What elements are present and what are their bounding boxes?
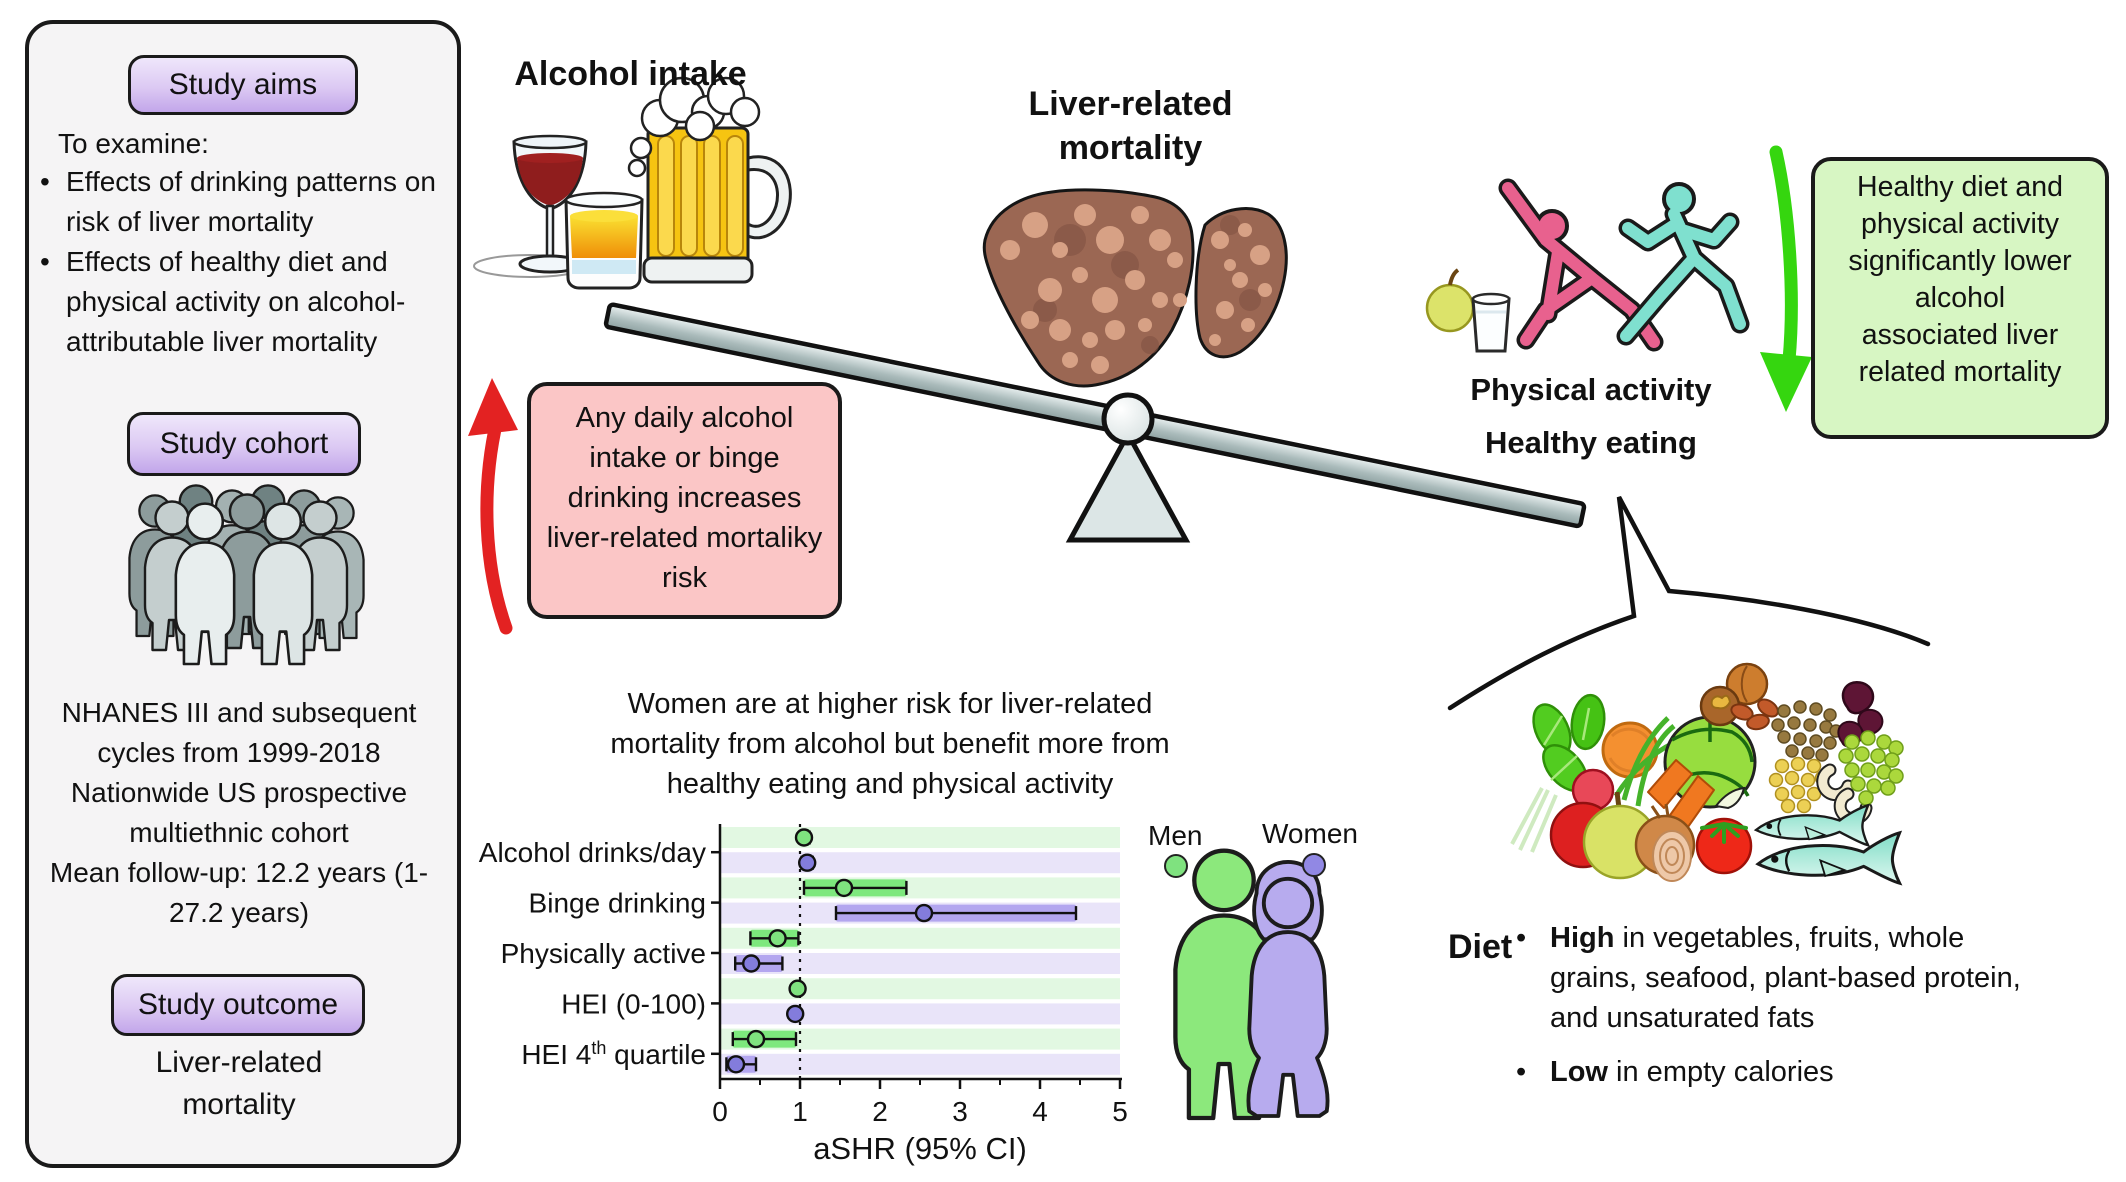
physical-activity-label: Physical activity [1470,372,1712,407]
fish-icon [1754,804,1870,847]
category-label: Binge drinking [529,888,706,919]
risk-note-text: Any daily alcohol intake or binge drinki… [546,402,823,594]
x-tick-label: 0 [712,1096,728,1127]
category-label: HEI 4th quartile [521,1038,706,1070]
point-marker [834,878,854,898]
bullet-icon: • [1516,922,1527,954]
liver-icon [982,188,1288,388]
diet-high-rest: in vegetables, fruits, whole grains, sea… [1550,922,2021,1034]
diet-label: Diet [1448,928,1513,966]
healthy-eating-label: Healthy eating [1485,425,1697,460]
outcome-text: Liver-related mortality [155,1046,323,1121]
liver-mortality-title: Liver-related mortality [1028,85,1233,167]
diet-low-lead: Low [1550,1056,1608,1088]
point-marker [768,929,787,948]
chart-stripe [720,1028,1120,1050]
category-label: Alcohol drinks/day [479,837,706,868]
chart-stripe [720,827,1120,848]
x-tick-label: 2 [872,1096,888,1127]
x-axis-label: aSHR (95% CI) [813,1131,1027,1166]
risk-note-box: Any daily alcohol intake or binge drinki… [527,382,842,619]
study-cohort-badge: Study cohort [127,412,361,476]
seesaw-plank-icon [603,302,1587,529]
chart-stripe [720,978,1120,1000]
x-tick-label: 5 [1112,1096,1128,1127]
x-tick-label: 4 [1032,1096,1048,1127]
healthy-foods-icon [1510,662,1904,885]
cohort-crowd-icon [128,484,365,666]
chart-title: Women are at higher risk for liver-relat… [610,688,1170,800]
bullet-icon: • [1516,1056,1527,1088]
chart-stripe [720,877,1120,899]
lentils-icon [1771,700,1843,762]
diet-callout-line [1447,495,1931,711]
whisky-glass-icon [564,191,644,290]
category-label: Physically active [501,938,706,969]
point-marker [798,853,817,872]
point-marker [914,903,934,923]
point-marker [786,1004,805,1024]
bullet-icon: • [40,246,50,277]
apple-icon [1425,268,1475,333]
aims-intro: To examine: [58,128,209,159]
diet-high-lead: High [1550,922,1615,954]
legend-men-label: Men [1148,820,1203,851]
study-aims-badge: Study aims [128,55,358,115]
aims-bullet-1: • Effects of drinking patterns on risk o… [40,162,436,242]
yoga-figure-icon [1498,178,1664,352]
category-label: HEI (0-100) [561,988,706,1019]
woman-figure-icon [1246,859,1330,1118]
risk-up-arrow-icon [468,378,518,635]
wine-glass-icon [473,134,588,278]
bullet-icon: • [40,166,50,197]
aims-bullet-2: • Effects of healthy diet and physical a… [40,242,436,362]
study-cohort-label: Study cohort [159,427,329,460]
benefit-note-box: Healthy diet and physical activity signi… [1811,157,2109,439]
legend-men-dot-icon [1164,854,1188,878]
aims-list: • Effects of drinking patterns on risk o… [40,162,436,362]
legend-women-dot-icon [1302,853,1326,877]
diet-list: • High in vegetables, fruits, whole grai… [1516,918,2076,1106]
chart-stripe [720,927,1120,949]
runner-figure-icon [1616,182,1750,346]
study-aims-label: Study aims [168,68,318,101]
alcohol-intake-title: Alcohol intake [514,55,747,93]
diet-bullet-2: • Low in empty calories [1516,1052,2076,1092]
milk-glass-icon [1471,292,1511,353]
cohort-line-1: NHANES III and subsequent cycles from 19… [61,697,417,768]
point-marker [746,1029,766,1049]
diet-low-rest: in empty calories [1608,1056,1834,1088]
x-tick-label: 1 [792,1096,808,1127]
peas-icon [1838,730,1904,806]
chart-stripe [720,1053,1120,1075]
chart-stripe [720,1003,1120,1025]
point-marker [742,954,761,973]
x-tick-label: 3 [952,1096,968,1127]
fulcrum-triangle-icon [1065,428,1191,543]
diet-bullet-1: • High in vegetables, fruits, whole grai… [1516,918,2076,1038]
point-marker [788,979,807,998]
cohort-line-3: Mean follow-up: 12.2 years (1-27.2 years… [49,857,429,928]
study-outcome-badge: Study outcome [111,974,365,1036]
benefit-down-arrow-icon [1760,145,1812,412]
legend-women-label: Women [1262,818,1358,849]
fulcrum-ball-icon [1101,392,1155,446]
point-marker [794,828,814,847]
beer-mug-icon [627,76,792,284]
study-outcome-label: Study outcome [137,988,339,1021]
point-marker [726,1055,746,1074]
chart-stripe [720,953,1120,974]
chart-stripe [720,852,1120,874]
cohort-line-2: Nationwide US prospective multiethnic co… [70,777,408,848]
fish-icon [1756,831,1902,885]
chart-legend: Men Women [1140,816,1400,880]
benefit-note-text: Healthy diet and physical activity signi… [1848,171,2072,388]
